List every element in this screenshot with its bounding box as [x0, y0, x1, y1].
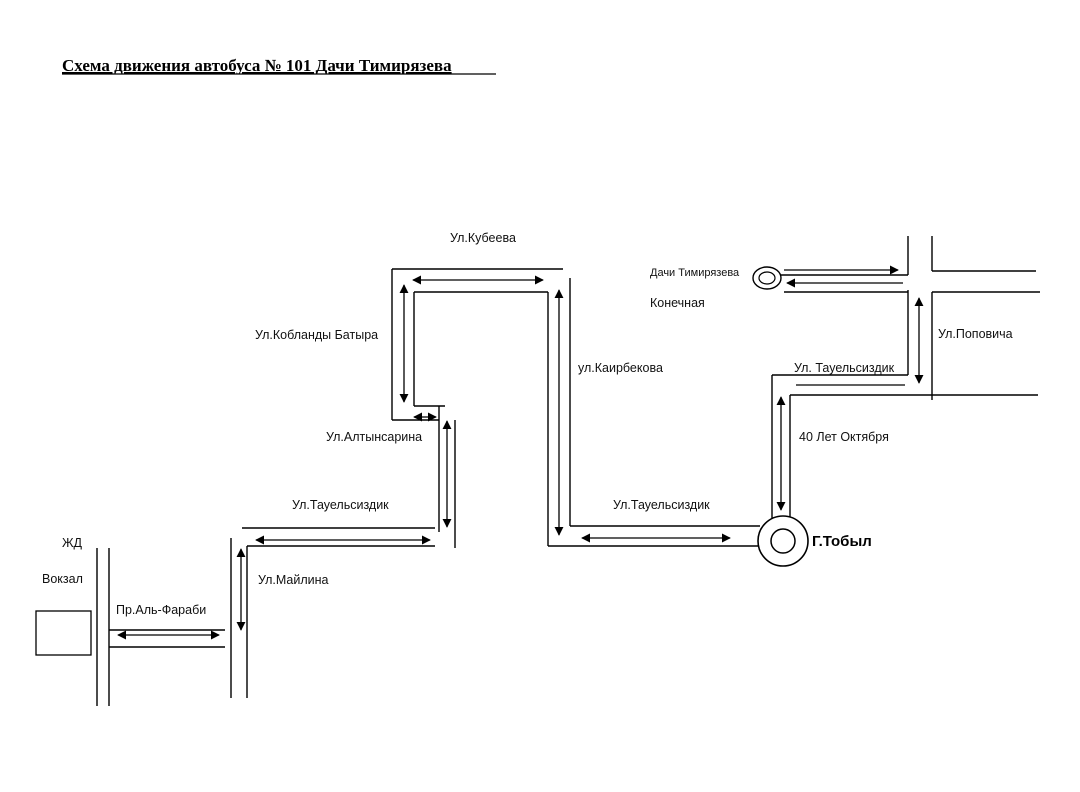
- map-title: Схема движения автобуса № 101 Дачи Тимир…: [62, 56, 452, 75]
- label-tobyl: Г.Тобыл: [812, 533, 872, 550]
- label-altynsarina: Ул.Алтынсарина: [326, 430, 422, 444]
- label-konechnaya: Конечная: [650, 296, 705, 310]
- label-koblandy: Ул.Кобланды Батыра: [255, 328, 378, 342]
- label-kairbekova: ул.Каирбекова: [578, 361, 663, 375]
- route-arrows: [117, 265, 924, 640]
- street-labels: Ул.Кубеева Дачи Тимирязева Конечная Ул.К…: [42, 231, 1013, 617]
- label-zhd: ЖД: [62, 536, 83, 550]
- label-tauel-left: Ул.Тауельсиздик: [292, 498, 389, 512]
- label-dachi: Дачи Тимирязева: [650, 267, 740, 279]
- roundabout-icon: [757, 515, 809, 567]
- label-mailina: Ул.Майлина: [258, 573, 329, 587]
- label-popovicha: Ул.Поповича: [938, 327, 1013, 341]
- label-tauel-mid: Ул.Тауельсиздик: [613, 498, 710, 512]
- streets: [96, 236, 1040, 706]
- terminal-ring-icon: [752, 266, 782, 290]
- label-vokzal: Вокзал: [42, 572, 83, 586]
- label-40let: 40 Лет Октября: [799, 430, 889, 444]
- label-kubeeva: Ул.Кубеева: [450, 231, 516, 245]
- label-alfarabi: Пр.Аль-Фараби: [116, 603, 206, 617]
- station-building-icon: [35, 610, 92, 656]
- label-tauel-top: Ул. Тауельсиздик: [794, 361, 895, 375]
